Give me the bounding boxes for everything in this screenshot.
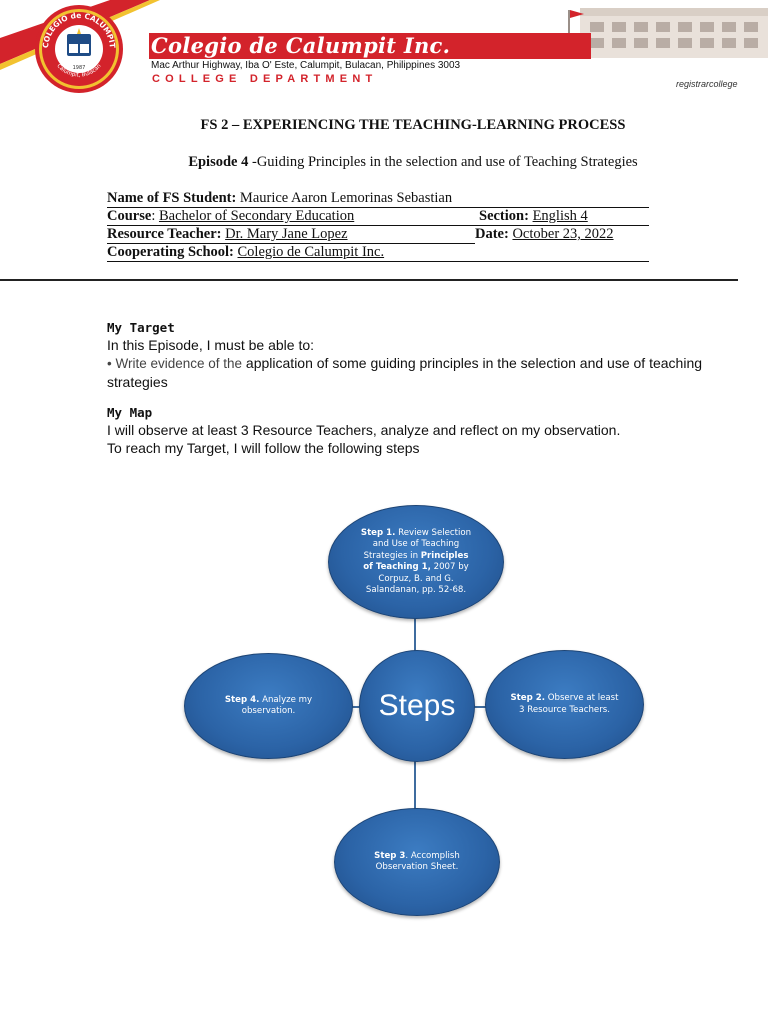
student-name-label: Name of FS Student:: [107, 190, 240, 206]
date-label: Date:: [475, 226, 513, 242]
step-1-node: Step 1. Review Selection and Use of Teac…: [328, 505, 504, 619]
target-bullet-text: application of some guiding principles i…: [107, 355, 703, 390]
step-2-text: Step 2. Observe at least 3 Resource Teac…: [510, 693, 620, 716]
step-3-desc: . Accomplish Observation Sheet.: [375, 850, 460, 873]
student-name-row: Name of FS Student: Maurice Aaron Lemori…: [107, 190, 649, 208]
date-field: Date: October 23, 2022: [475, 226, 649, 243]
letterhead-banner: COLEGIO de CALUMPIT Calumpit, Bulacan 19…: [0, 0, 768, 105]
section-divider: [0, 279, 738, 281]
step-2-node: Step 2. Observe at least 3 Resource Teac…: [485, 650, 644, 759]
school-building-image: [560, 0, 768, 80]
student-name-value: Maurice Aaron Lemorinas Sebastian: [239, 190, 453, 206]
course-label: Course: [107, 208, 152, 224]
cooperating-school-label: Cooperating School:: [107, 244, 238, 260]
my-target-text: In this Episode, I must be able to: • Wr…: [107, 336, 717, 391]
step-4-text: Step 4. Analyze my observation.: [219, 695, 319, 718]
course-field: Course: Bachelor of Secondary Education: [107, 208, 479, 226]
my-map-heading: My Map: [107, 405, 153, 420]
target-intro: In this Episode, I must be able to:: [107, 337, 315, 353]
connector-right: [472, 706, 486, 708]
date-value: October 23, 2022: [512, 226, 614, 242]
college-name: Colegio de Calumpit Inc.: [149, 33, 591, 59]
step-3-node: Step 3. Accomplish Observation Sheet.: [334, 808, 500, 916]
teacher-row: Resource Teacher: Dr. Mary Jane Lopez Da…: [107, 226, 649, 244]
connector-bottom: [414, 760, 416, 810]
step-1-desc-a: Review Selection and Use of Teaching Str…: [363, 527, 472, 561]
step-3-text: Step 3. Accomplish Observation Sheet.: [367, 851, 467, 874]
section-label: Section:: [479, 208, 533, 224]
resource-teacher-field: Resource Teacher: Dr. Mary Jane Lopez: [107, 226, 475, 244]
step-1-book-title: Principles of Teaching 1,: [363, 550, 469, 573]
cooperating-school-value: Colegio de Calumpit Inc.: [237, 244, 385, 260]
target-bullet-prefix: • Write evidence of the: [107, 356, 243, 371]
svg-text:1987: 1987: [73, 65, 86, 71]
college-department: COLLEGE DEPARTMENT: [152, 73, 378, 85]
cooperating-school-row: Cooperating School: Colegio de Calumpit …: [107, 244, 649, 262]
target-bullet: • Write evidence of the application of s…: [107, 354, 717, 391]
resource-teacher-value: Dr. Mary Jane Lopez: [225, 226, 348, 242]
step-2-label: Step 2.: [510, 693, 545, 703]
episode-label: Episode 4: [188, 154, 249, 170]
resource-teacher-label: Resource Teacher:: [107, 226, 226, 242]
step-4-desc: Analyze my observation.: [241, 694, 313, 717]
step-1-text: Step 1. Review Selection and Use of Teac…: [360, 528, 472, 597]
connector-left: [350, 706, 362, 708]
college-address: Mac Arthur Highway, Iba O' Este, Calumpi…: [151, 60, 461, 71]
step-4-label: Step 4.: [224, 694, 260, 705]
college-seal-logo: COLEGIO de CALUMPIT Calumpit, Bulacan 19…: [35, 5, 123, 93]
connector-top: [414, 616, 416, 652]
section-value: English 4: [532, 208, 588, 224]
document-title: FS 2 – EXPERIENCING THE TEACHING-LEARNIN…: [200, 117, 626, 133]
my-target-heading: My Target: [107, 320, 175, 335]
course-separator: :: [151, 208, 159, 224]
map-line-2: To reach my Target, I will follow the fo…: [107, 440, 420, 456]
step-4-node: Step 4. Analyze my observation.: [184, 653, 353, 759]
episode-line: Episode 4 -Guiding Principles in the sel…: [0, 154, 768, 171]
course-value: Bachelor of Secondary Education: [158, 208, 355, 224]
course-row: Course: Bachelor of Secondary Education …: [107, 208, 649, 226]
registrar-email: registrarcollege: [676, 79, 738, 89]
steps-center-label: Steps: [378, 689, 456, 722]
steps-center-node: Steps: [359, 650, 475, 762]
episode-description: -Guiding Principles in the selection and…: [248, 154, 638, 170]
map-line-1: I will observe at least 3 Resource Teach…: [107, 422, 621, 438]
section-field: Section: English 4: [479, 208, 649, 226]
step-3-label: Step 3: [374, 850, 406, 861]
step-1-label: Step 1.: [360, 527, 396, 538]
my-map-text: I will observe at least 3 Resource Teach…: [107, 421, 717, 457]
step-2-desc: Observe at least 3 Resource Teachers.: [519, 693, 619, 715]
step-1-desc-b: 2007 by Corpuz, B. and G. Salandanan, pp…: [365, 562, 469, 595]
